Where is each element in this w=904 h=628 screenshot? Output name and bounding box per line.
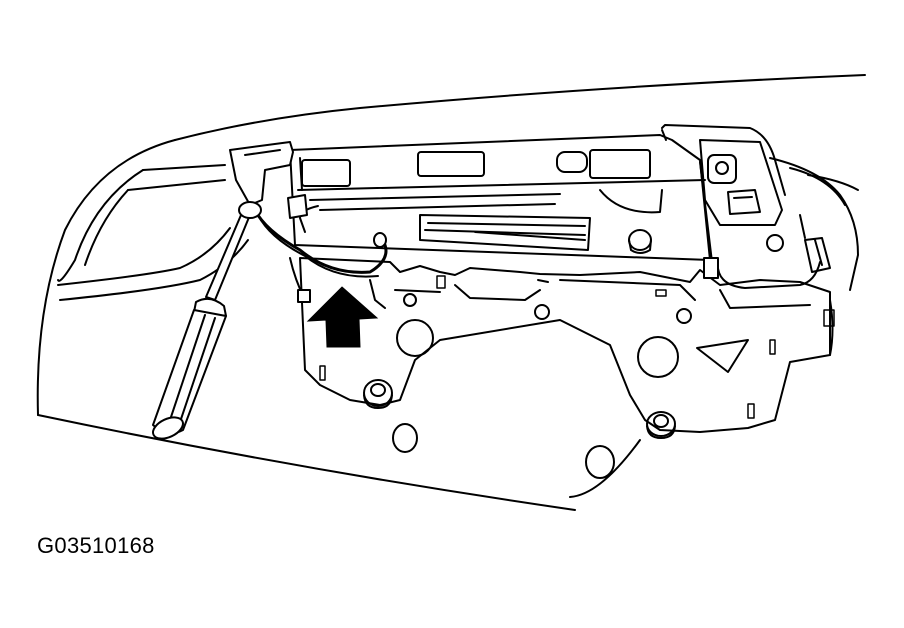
figure-code: G03510168 xyxy=(37,533,155,558)
wire-harness xyxy=(253,208,823,309)
body-panel xyxy=(36,74,866,511)
right-mount xyxy=(661,124,859,356)
clip-tab xyxy=(229,141,308,219)
upper-frame xyxy=(289,129,713,263)
screwdriver xyxy=(152,201,262,440)
up-arrow xyxy=(306,286,379,348)
bolt-heads xyxy=(363,229,676,479)
lower-plate xyxy=(299,257,831,433)
